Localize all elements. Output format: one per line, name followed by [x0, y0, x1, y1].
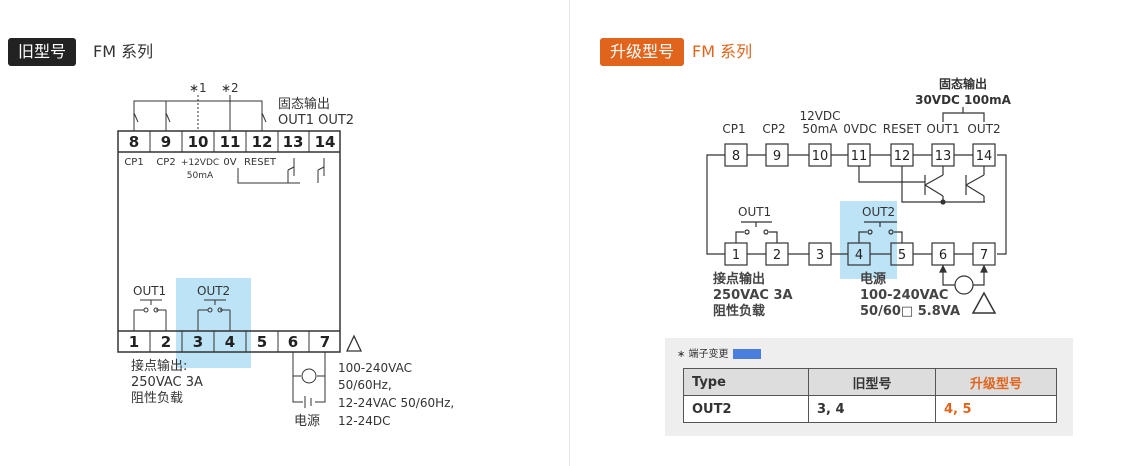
new-contact-line1: 接点输出	[713, 271, 765, 287]
new-top-terminal: 12	[894, 149, 911, 164]
new-bottom-terminal: 5	[898, 248, 906, 263]
old-top-terminal: 8	[129, 133, 139, 151]
cell-old-terminals: 3, 4	[808, 395, 936, 423]
new-contact-line2: 250VAC 3A	[713, 288, 793, 303]
old-top-terminal: 12	[252, 133, 273, 151]
new-bottom-terminal: 4	[855, 248, 863, 263]
old-bottom-terminal: 1	[129, 333, 139, 351]
note-color-swatch	[732, 349, 761, 359]
new-top-terminal: 10	[812, 149, 829, 164]
cell-new-terminals: 4, 5	[935, 395, 1057, 423]
new-bottom-terminal: 2	[773, 248, 781, 263]
header-old-model: 旧型号	[808, 368, 936, 396]
old-label-reset: RESET	[244, 157, 277, 168]
new-bottom-terminal: 7	[980, 248, 988, 263]
old-out2-highlight	[176, 278, 251, 368]
new-top-terminal: 11	[851, 149, 868, 164]
old-contact-line2: 250VAC 3A	[131, 375, 203, 390]
old-top-terminal: 14	[315, 133, 336, 151]
new-label-cp1: CP1	[722, 122, 745, 136]
old-label-50ma: 50mA	[187, 171, 214, 181]
old-top-terminal: 13	[283, 133, 304, 151]
note-title: ∗ 端子变更	[677, 345, 761, 360]
old-power-spec4: 12-24DC	[338, 414, 391, 428]
new-bottom-terminal: 6	[939, 248, 947, 263]
old-top-terminal: 11	[220, 133, 241, 151]
old-series-label: FM 系列	[93, 42, 154, 61]
old-power-spec1: 100-240VAC	[338, 361, 412, 375]
old-note-1: ∗1	[189, 81, 207, 95]
old-bottom-terminal: 6	[288, 333, 298, 351]
old-solid-output-channels: OUT1 OUT2	[278, 113, 354, 128]
new-contact-line3: 阻性负载	[713, 303, 765, 319]
new-bottom-terminal: 3	[816, 248, 824, 263]
cell-type: OUT2	[683, 395, 809, 423]
old-bottom-terminal: 4	[225, 333, 235, 351]
new-label-50ma: 50mA	[802, 122, 838, 136]
new-solid-output-spec: 30VDC 100mA	[915, 93, 1011, 107]
new-top-terminal: 8	[732, 149, 740, 164]
new-out2-label: OUT2	[862, 205, 895, 219]
old-contact-line1: 接点输出:	[131, 358, 187, 374]
table-header-row: Type 旧型号 升级型号	[683, 368, 1057, 396]
old-out2-label: OUT2	[197, 284, 230, 298]
old-power-label: 电源	[294, 414, 320, 429]
header-type: Type	[683, 368, 809, 396]
new-label-reset: RESET	[883, 122, 922, 136]
old-top-terminal: 9	[161, 133, 171, 151]
new-top-terminal: 14	[976, 149, 993, 164]
old-bottom-terminal: 3	[193, 333, 203, 351]
new-power-spec1: 100-240VAC	[860, 288, 948, 303]
new-label-12vdc: 12VDC	[799, 109, 840, 123]
old-label-cp1: CP1	[124, 157, 143, 168]
terminal-change-note: ∗ 端子变更 Type 旧型号 升级型号 OUT2 3, 4 4, 5	[665, 338, 1073, 436]
new-solid-output-title: 固态输出	[939, 76, 987, 91]
new-series-label: FM 系列	[692, 42, 753, 61]
new-top-terminal: 13	[935, 149, 952, 164]
new-power-label: 电源	[860, 271, 886, 287]
old-label-cp2: CP2	[156, 157, 175, 168]
old-device-body	[117, 130, 341, 353]
old-bottom-terminal: 7	[320, 333, 330, 351]
new-label-out1: OUT1	[926, 122, 959, 136]
panel-divider	[569, 0, 570, 466]
old-power-spec2: 50/60Hz,	[338, 378, 392, 392]
old-label-12vdc: +12VDC	[181, 158, 219, 168]
old-wiring-diagram	[117, 95, 363, 408]
new-bottom-terminal: 1	[732, 248, 740, 263]
new-model-badge: 升级型号	[600, 38, 685, 66]
old-note-2: ∗2	[221, 81, 239, 95]
header-new-model: 升级型号	[935, 368, 1057, 396]
new-label-0vdc: 0VDC	[843, 122, 876, 136]
old-label-0v: 0V	[223, 157, 236, 168]
new-wiring-diagram	[706, 107, 1007, 314]
old-solid-output-title: 固态输出	[278, 96, 330, 112]
old-bottom-terminal: 5	[257, 333, 267, 351]
old-bottom-terminal: 2	[161, 333, 171, 351]
old-contact-line3: 阻性负载	[131, 391, 183, 406]
new-label-cp2: CP2	[762, 122, 785, 136]
new-power-spec2: 50/60□ 5.8VA	[860, 304, 960, 319]
old-model-badge: 旧型号	[8, 38, 77, 66]
old-power-spec3: 12-24VAC 50/60Hz,	[338, 396, 454, 410]
old-out1-label: OUT1	[133, 284, 166, 298]
new-label-out2: OUT2	[967, 122, 1000, 136]
terminal-change-table: Type 旧型号 升级型号 OUT2 3, 4 4, 5	[683, 368, 1057, 423]
new-out1-label: OUT1	[738, 205, 771, 219]
table-row: OUT2 3, 4 4, 5	[683, 395, 1057, 423]
old-top-terminal: 10	[188, 133, 209, 151]
new-top-terminal: 9	[773, 149, 781, 164]
new-out2-highlight	[840, 201, 897, 279]
